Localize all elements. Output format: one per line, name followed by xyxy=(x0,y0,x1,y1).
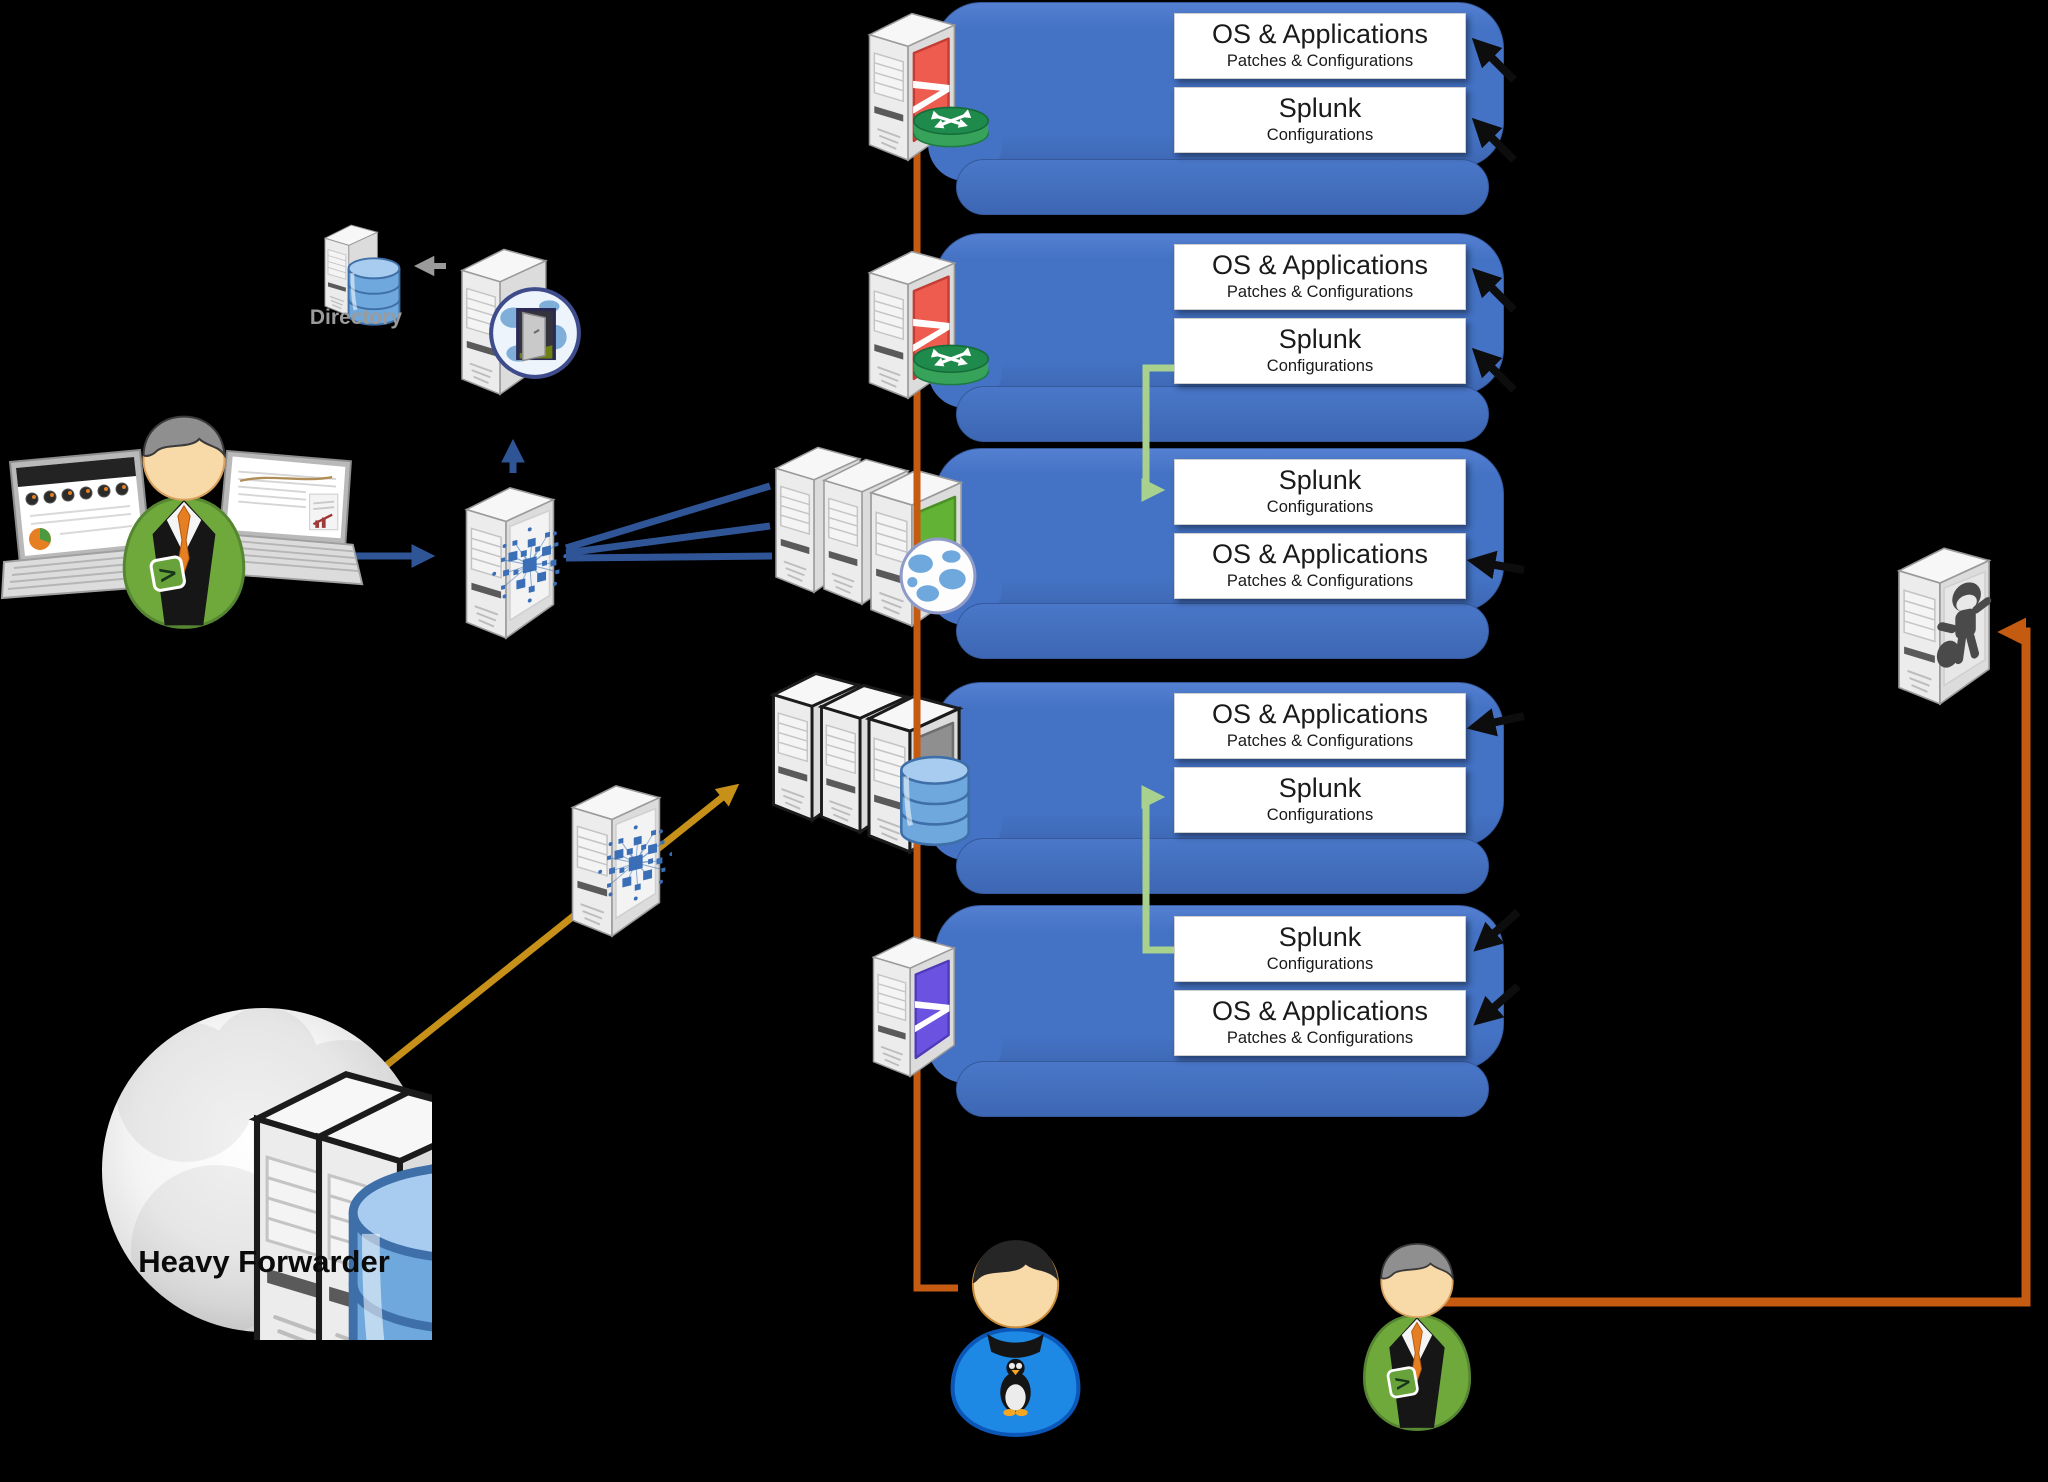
green-splunk-config-path xyxy=(1141,364,1174,954)
box-title: Splunk xyxy=(1278,93,1362,124)
box-subtitle: Configurations xyxy=(1266,125,1374,144)
config-block-3: Splunk Configurations OS & Applications … xyxy=(928,448,1504,659)
globe-door-icon xyxy=(486,284,584,382)
bot-server-icon xyxy=(1884,536,2000,708)
report-laptop-icon xyxy=(212,442,366,610)
splunk-purple-server-icon: > xyxy=(854,926,970,1080)
black-update-arrows xyxy=(1466,37,1525,1026)
os-apps-box: OS & Applications Patches & Configuratio… xyxy=(1174,533,1466,599)
splunk-config-box: Splunk Configurations xyxy=(1174,459,1466,525)
box-subtitle: Patches & Configurations xyxy=(1226,571,1414,590)
svg-text:>: > xyxy=(909,974,955,1049)
box-subtitle: Configurations xyxy=(1266,954,1374,973)
gold-forwarder-line xyxy=(335,783,740,1107)
deployment-server-icon xyxy=(450,476,566,642)
box-title: Splunk xyxy=(1278,922,1362,953)
os-apps-box: OS & Applications Patches & Configuratio… xyxy=(1174,693,1466,759)
os-apps-box: OS & Applications Patches & Configuratio… xyxy=(1174,13,1466,79)
box-subtitle: Configurations xyxy=(1266,805,1374,824)
os-apps-box: OS & Applications Patches & Configuratio… xyxy=(1174,244,1466,310)
linux-admin-icon xyxy=(926,1232,1104,1440)
box-title: OS & Applications xyxy=(1211,19,1429,50)
database-icon xyxy=(898,754,972,852)
heavy-forwarder-cloud-icon: > xyxy=(96,1000,432,1340)
box-title: Splunk xyxy=(1278,324,1362,355)
router-icon xyxy=(908,332,994,396)
box-subtitle: Configurations xyxy=(1266,356,1374,375)
splunk-config-box: Splunk Configurations xyxy=(1174,767,1466,833)
config-block-1: OS & Applications Patches & Configuratio… xyxy=(928,2,1504,215)
splunk-config-box: Splunk Configurations xyxy=(1174,318,1466,384)
blue-deployment-arrows xyxy=(348,438,773,568)
svg-text:>: > xyxy=(1392,1369,1414,1397)
deployment-server-icon xyxy=(556,774,672,940)
box-title: OS & Applications xyxy=(1211,250,1429,281)
splunk-admin-icon: > xyxy=(1350,1232,1484,1438)
splunk-admin-icon: > xyxy=(108,404,260,636)
box-title: OS & Applications xyxy=(1211,996,1429,1027)
box-title: OS & Applications xyxy=(1211,539,1429,570)
database-icon xyxy=(346,256,402,330)
dashboard-laptop-icon xyxy=(0,446,164,618)
orange-deployment-path xyxy=(913,148,2031,1307)
web-globe-icon xyxy=(898,536,978,616)
splunk-config-box: Splunk Configurations xyxy=(1174,87,1466,153)
splunk-config-box: Splunk Configurations xyxy=(1174,916,1466,982)
os-apps-box: OS & Applications Patches & Configuratio… xyxy=(1174,990,1466,1056)
config-block-2: OS & Applications Patches & Configuratio… xyxy=(928,233,1504,442)
box-title: Splunk xyxy=(1278,465,1362,496)
box-subtitle: Patches & Configurations xyxy=(1226,731,1414,750)
box-subtitle: Patches & Configurations xyxy=(1226,282,1414,301)
box-title: OS & Applications xyxy=(1211,699,1429,730)
heavy-forwarder-label: Heavy Forwarder xyxy=(138,1244,390,1279)
box-title: Splunk xyxy=(1278,773,1362,804)
router-icon xyxy=(908,94,994,158)
directory-label: Directory xyxy=(309,306,403,329)
svg-text:>: > xyxy=(155,557,180,589)
box-subtitle: Configurations xyxy=(1266,497,1374,516)
box-subtitle: Patches & Configurations xyxy=(1226,51,1414,70)
box-subtitle: Patches & Configurations xyxy=(1226,1028,1414,1047)
